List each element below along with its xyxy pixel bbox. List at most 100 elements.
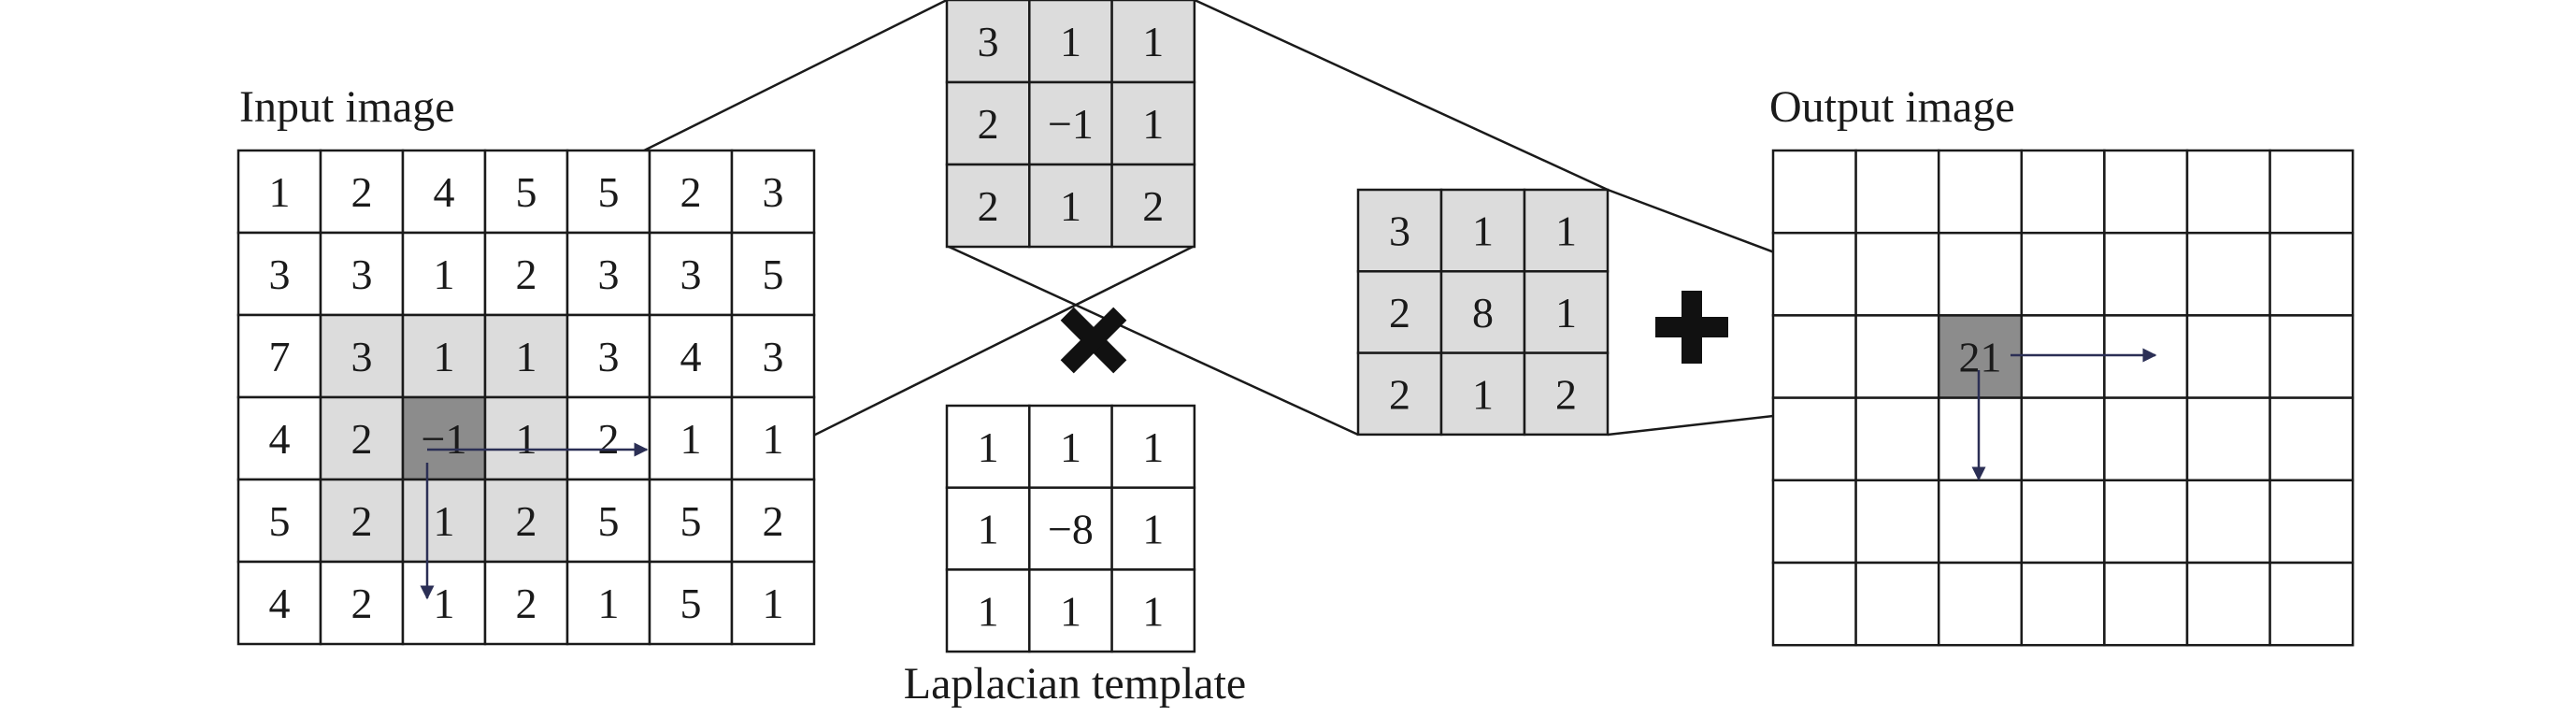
template-cell-value: 1 — [1142, 506, 1164, 553]
input-image-title: Input image — [239, 82, 455, 132]
input-cell — [648, 149, 734, 235]
template-cell-value: 1 — [978, 587, 999, 635]
output-cell — [2103, 396, 2189, 482]
output-cell — [2185, 231, 2271, 317]
template-cell-value: 1 — [978, 506, 999, 553]
output-cell — [1937, 561, 2024, 647]
input-cell-value: 2 — [351, 415, 373, 463]
input-cell-value: 5 — [598, 497, 620, 545]
output-cell — [1771, 479, 1857, 565]
input-cell-value: 1 — [598, 580, 620, 627]
input-cell-value: 4 — [434, 168, 455, 216]
laplacian-template-caption: Laplacian template — [904, 659, 1246, 709]
input-cell-value: 2 — [516, 580, 537, 627]
input-cell — [730, 231, 816, 317]
input-cell-value: 1 — [269, 168, 291, 216]
input-cell-value: 3 — [763, 333, 784, 380]
input-cell — [236, 560, 322, 646]
output-cell — [2185, 149, 2271, 235]
patch-cell-value: 3 — [978, 18, 999, 65]
input-cell-value: 4 — [269, 580, 291, 627]
input-cell-value: 1 — [434, 497, 455, 545]
input-cell-value: 3 — [351, 251, 373, 298]
patch-cell — [1110, 80, 1196, 166]
output-cell — [1854, 149, 1940, 235]
input-cell — [401, 395, 487, 481]
output-cell — [1854, 231, 1940, 317]
input-cell-value: 2 — [516, 497, 537, 545]
input-cell-value: 2 — [598, 415, 620, 463]
input-cell-value: 5 — [763, 251, 784, 298]
output-cell — [1854, 396, 1940, 482]
input-cell-value: 2 — [351, 168, 373, 216]
output-cell — [1937, 396, 2024, 482]
result-cell-value: 2 — [1389, 370, 1410, 418]
output-cell — [2020, 561, 2106, 647]
template-cell — [945, 568, 1031, 653]
patch-cell-value: 1 — [1060, 182, 1081, 230]
input-cell-value: −1 — [422, 415, 467, 463]
patch-cell — [945, 163, 1031, 249]
input-cell-value: 5 — [516, 168, 537, 216]
input-cell-value: 3 — [598, 251, 620, 298]
plus-icon — [1655, 291, 1728, 364]
result-cell-value: 2 — [1555, 370, 1577, 418]
input-cell-value: 4 — [269, 415, 291, 463]
result-cell-value: 1 — [1472, 370, 1494, 418]
input-cell — [565, 149, 651, 235]
output-cell — [2268, 231, 2354, 317]
input-cell-value: 3 — [269, 251, 291, 298]
result-cell — [1356, 188, 1443, 273]
output-cell — [2268, 396, 2354, 482]
output-cell — [2185, 396, 2271, 482]
input-cell-value: 1 — [763, 580, 784, 627]
input-cell-value: 1 — [434, 333, 455, 380]
patch-cell-value: 1 — [1142, 18, 1164, 65]
input-cell-value: 2 — [351, 580, 373, 627]
input-cell-value: 1 — [763, 415, 784, 463]
output-cell — [2268, 479, 2354, 565]
output-cell — [2268, 561, 2354, 647]
result-cell-value: 1 — [1555, 289, 1577, 337]
patch-cell — [1110, 163, 1196, 249]
input-cell-value: 1 — [434, 251, 455, 298]
template-cell-value: 1 — [1060, 423, 1081, 471]
output-cell — [2020, 231, 2106, 317]
input-cell-value: 1 — [680, 415, 702, 463]
output-cell — [2020, 314, 2106, 399]
result-cell — [1523, 270, 1610, 354]
output-cell — [1771, 561, 1857, 647]
input-cell-value: 3 — [680, 251, 702, 298]
output-cell — [2020, 479, 2106, 565]
input-cell-value: 5 — [680, 580, 702, 627]
input-cell — [648, 560, 734, 646]
output-cell — [2185, 561, 2271, 647]
output-cell — [1854, 561, 1940, 647]
input-cell — [483, 313, 569, 399]
input-cell — [319, 560, 405, 646]
output-cell — [1771, 149, 1857, 235]
output-cell — [1771, 314, 1857, 399]
result-cell — [1523, 351, 1610, 437]
input-cell-value: 5 — [269, 497, 291, 545]
input-cell-value: 2 — [351, 497, 373, 545]
result-cell-value: 3 — [1389, 208, 1410, 255]
output-cell — [1937, 149, 2024, 235]
template-cell-value: 1 — [1060, 587, 1081, 635]
input-cell — [730, 395, 816, 481]
patch-cell-value: 2 — [978, 182, 999, 230]
result-cell-value: 2 — [1389, 289, 1410, 337]
input-cell — [319, 478, 405, 564]
output-cell — [2020, 396, 2106, 482]
template-cell-value: 1 — [1142, 423, 1164, 471]
output-cell — [2185, 314, 2271, 399]
patch-cell — [1028, 80, 1113, 166]
input-cell — [730, 313, 816, 399]
input-cell — [565, 395, 651, 481]
input-cell — [401, 478, 487, 564]
output-cell — [1854, 314, 1940, 399]
